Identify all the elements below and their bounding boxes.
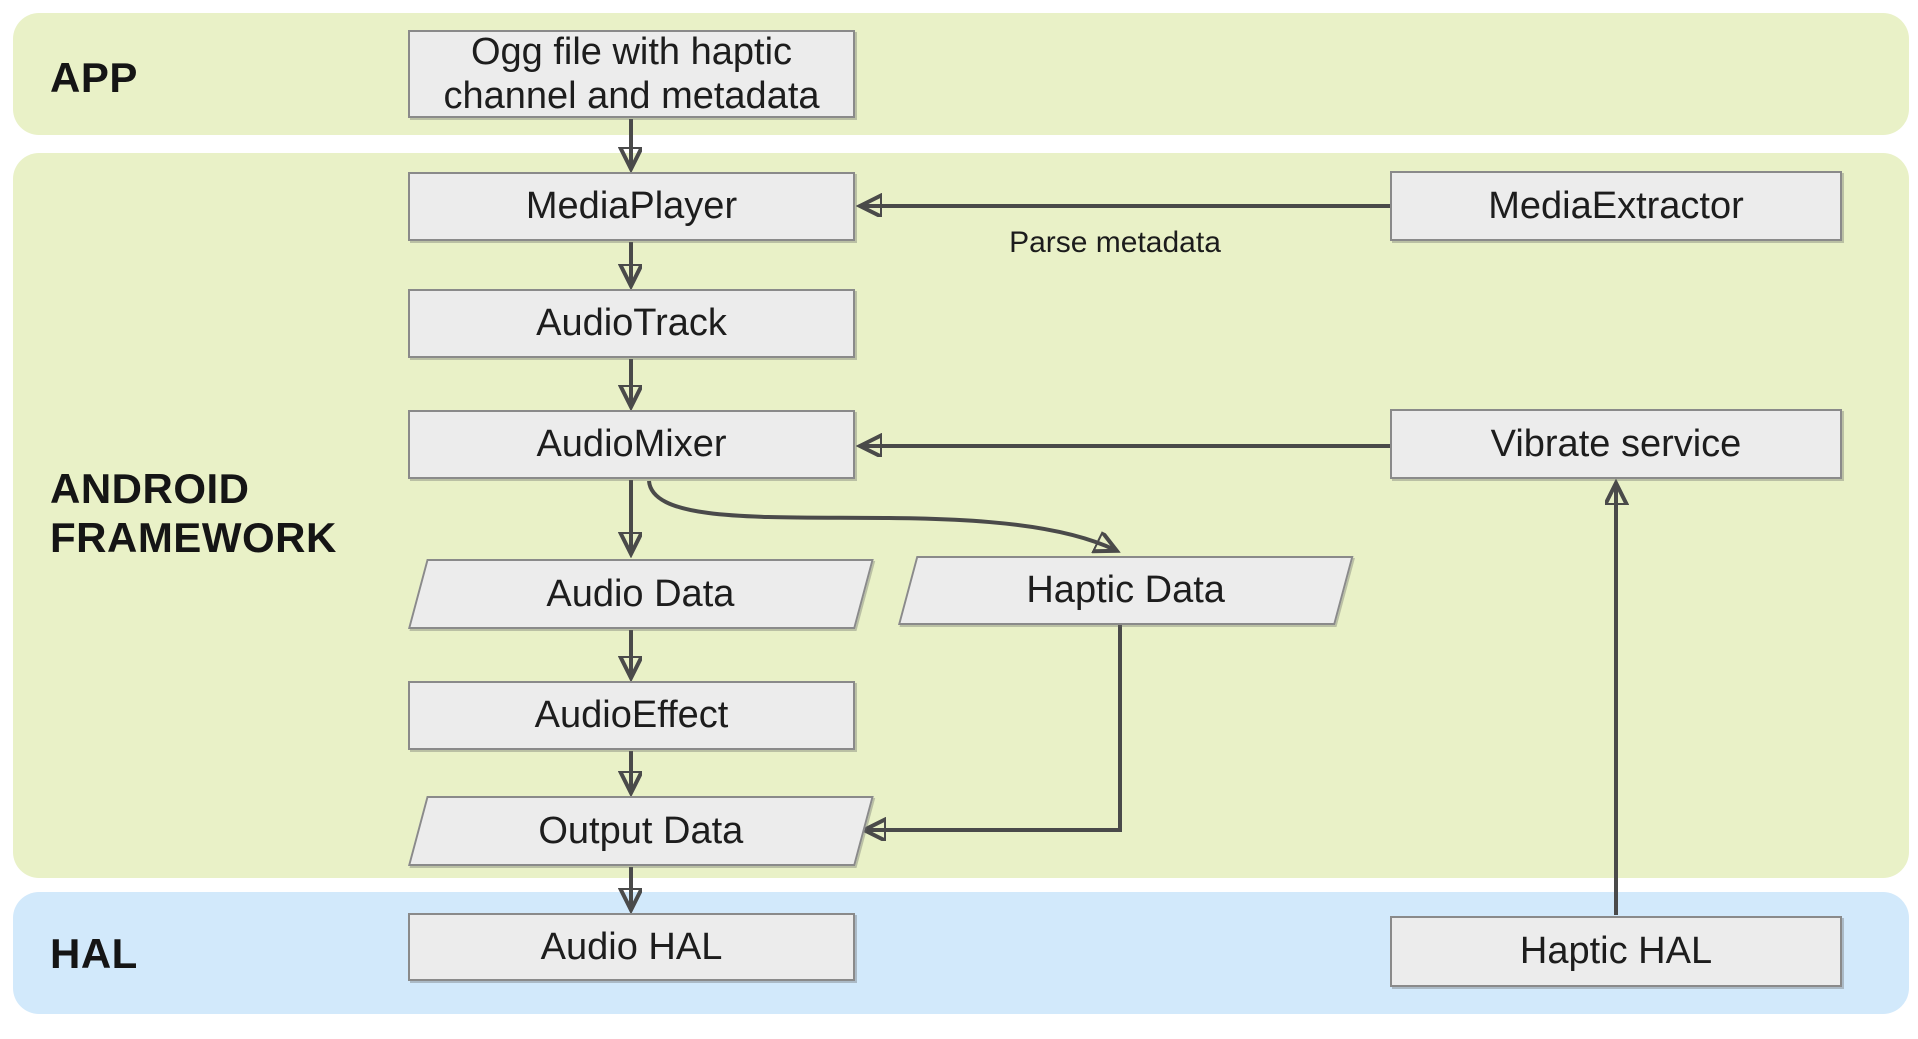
node-media-player: MediaPlayer	[408, 172, 855, 241]
node-audio-data: Audio Data	[408, 559, 874, 629]
node-audio-data-label: Audio Data	[546, 572, 735, 615]
node-haptic-hal-label: Haptic HAL	[1519, 930, 1713, 973]
node-audio-effect-label: AudioEffect	[534, 694, 729, 737]
node-haptic-data: Haptic Data	[898, 556, 1354, 625]
node-audio-hal: Audio HAL	[408, 913, 855, 981]
node-audio-track-label: AudioTrack	[536, 302, 727, 345]
band-hal-label: HAL	[50, 930, 138, 977]
node-ogg-file-label: Ogg file with haptic channel and metadat…	[443, 30, 820, 117]
node-output-data: Output Data	[408, 796, 874, 866]
node-vibrate-service: Vibrate service	[1390, 409, 1842, 479]
node-output-data-label: Output Data	[538, 809, 744, 852]
band-app	[13, 13, 1909, 135]
node-audio-hal-label: Audio HAL	[540, 925, 723, 968]
node-media-player-label: MediaPlayer	[525, 185, 738, 228]
node-media-extractor-label: MediaExtractor	[1488, 184, 1744, 227]
node-haptic-hal: Haptic HAL	[1390, 916, 1842, 987]
parse-metadata-edge-label: Parse metadata	[1009, 226, 1221, 259]
node-audio-effect: AudioEffect	[408, 681, 855, 750]
node-haptic-data-label: Haptic Data	[1026, 569, 1226, 612]
node-audio-mixer-label: AudioMixer	[536, 423, 727, 466]
node-media-extractor: MediaExtractor	[1390, 171, 1842, 241]
band-android-framework-label: ANDROID FRAMEWORK	[50, 465, 337, 562]
node-audio-mixer: AudioMixer	[408, 410, 855, 479]
node-audio-track: AudioTrack	[408, 289, 855, 358]
node-vibrate-service-label: Vibrate service	[1490, 422, 1742, 465]
node-ogg-file: Ogg file with haptic channel and metadat…	[408, 30, 855, 118]
band-app-label: APP	[50, 54, 138, 101]
